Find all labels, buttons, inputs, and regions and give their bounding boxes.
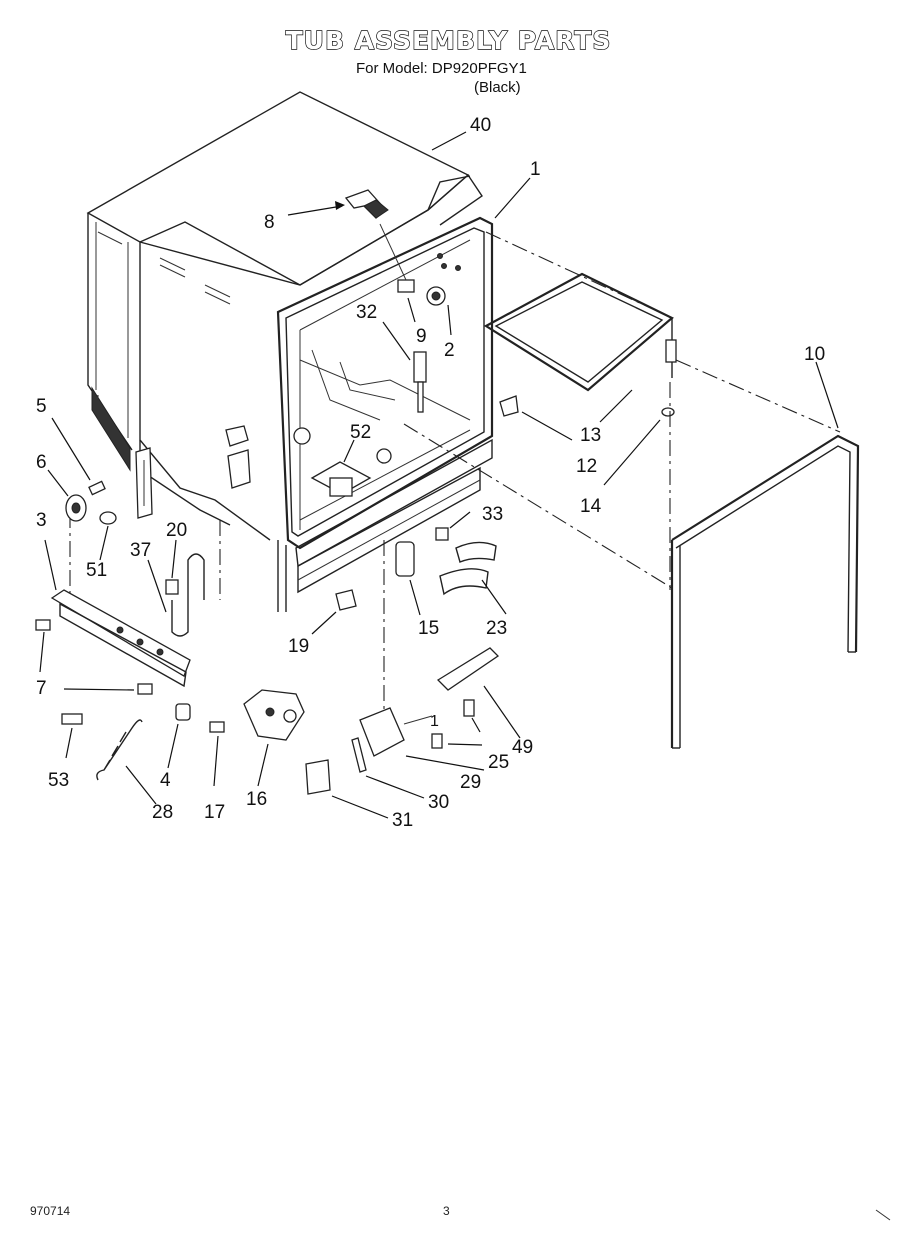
callout-52: 52: [350, 422, 371, 443]
part-49-lever: [436, 647, 521, 739]
callout-10: 10: [804, 344, 825, 365]
part-25-screw: [431, 699, 483, 749]
part-53-label: [61, 713, 83, 759]
part-8-bracket: [287, 189, 389, 219]
callout-32: 32: [356, 302, 377, 323]
footer-date: 970714: [30, 1204, 71, 1218]
page-title: TUB ASSEMBLY PARTS: [285, 25, 612, 55]
callout-7: 7: [36, 678, 47, 699]
callout-19: 19: [288, 636, 309, 657]
callout-17: 17: [204, 802, 225, 823]
part-16-pump: [243, 689, 305, 787]
callout-3: 3: [36, 510, 47, 531]
part-33-nut: [435, 511, 471, 541]
callout-40: 40: [470, 115, 491, 136]
callout-37: 37: [130, 540, 151, 561]
callout-15: 15: [418, 618, 439, 639]
callout-labels: 40 1 8 9 32 2 10 13 12 14 5 52 6 3 51 20…: [36, 115, 825, 831]
corner-mark: [875, 1209, 891, 1221]
part-52-bracket: [293, 427, 392, 497]
callout-30: 30: [428, 792, 449, 813]
callout-13: 13: [580, 425, 601, 446]
part-31-plate: [305, 759, 389, 819]
model-color: (Black): [474, 79, 521, 96]
model-number: For Model: DP920PFGY1: [356, 60, 527, 77]
callout-2: 2: [444, 340, 455, 361]
callout-33: 33: [482, 504, 503, 525]
part-28-spring: [96, 719, 157, 805]
callout-1-valve: 1: [430, 713, 439, 730]
callout-31: 31: [392, 810, 413, 831]
drain-clip-left: [225, 425, 251, 489]
callout-6: 6: [36, 452, 47, 473]
part-2-vent: [426, 253, 461, 336]
callout-28: 28: [152, 802, 173, 823]
part-12-clip: [499, 395, 573, 441]
callout-1-top: 1: [530, 159, 541, 180]
part-37-hose: [147, 553, 205, 637]
part-17-screw: [209, 721, 225, 787]
part-3-hinge-arm: [44, 539, 191, 688]
callout-25: 25: [488, 752, 509, 773]
part-14-washer: [603, 407, 675, 486]
callout-12: 12: [576, 456, 597, 477]
part-29-valve-body: [359, 707, 485, 771]
part-9-fitting: [379, 223, 416, 323]
assembly-centerlines: [69, 231, 841, 720]
callout-8: 8: [264, 212, 275, 233]
part-5-screw: [51, 417, 106, 496]
part-6-grommet: [47, 469, 87, 522]
part-30-arm: [351, 737, 425, 799]
part-32-stem: [382, 321, 427, 413]
callout-53: 53: [48, 770, 69, 791]
callout-20: 20: [166, 520, 187, 541]
hinge-bracket: [135, 447, 153, 519]
callout-5: 5: [36, 396, 47, 417]
callout-23: 23: [486, 618, 507, 639]
part-15-float: [395, 541, 421, 616]
part-20-fitting: [165, 539, 179, 595]
callout-49: 49: [512, 737, 533, 758]
part-51-spacer: [99, 511, 117, 561]
leader-1-top: [494, 177, 531, 219]
page-number: 3: [443, 1204, 450, 1218]
part-10-rail: [670, 361, 860, 749]
callout-4: 4: [160, 770, 171, 791]
callout-14: 14: [580, 496, 602, 517]
part-19-foot: [311, 589, 357, 635]
callout-29: 29: [460, 772, 481, 793]
tub-front-frame: [276, 216, 494, 612]
part-4-bumper: [167, 703, 191, 769]
callout-16: 16: [246, 789, 267, 810]
callout-51: 51: [86, 560, 107, 581]
part-23-clamp: [439, 541, 507, 615]
part-7-screws: [35, 619, 153, 695]
callout-9: 9: [416, 326, 427, 347]
part-13-heater: [483, 272, 677, 423]
leader-40: [431, 131, 467, 151]
